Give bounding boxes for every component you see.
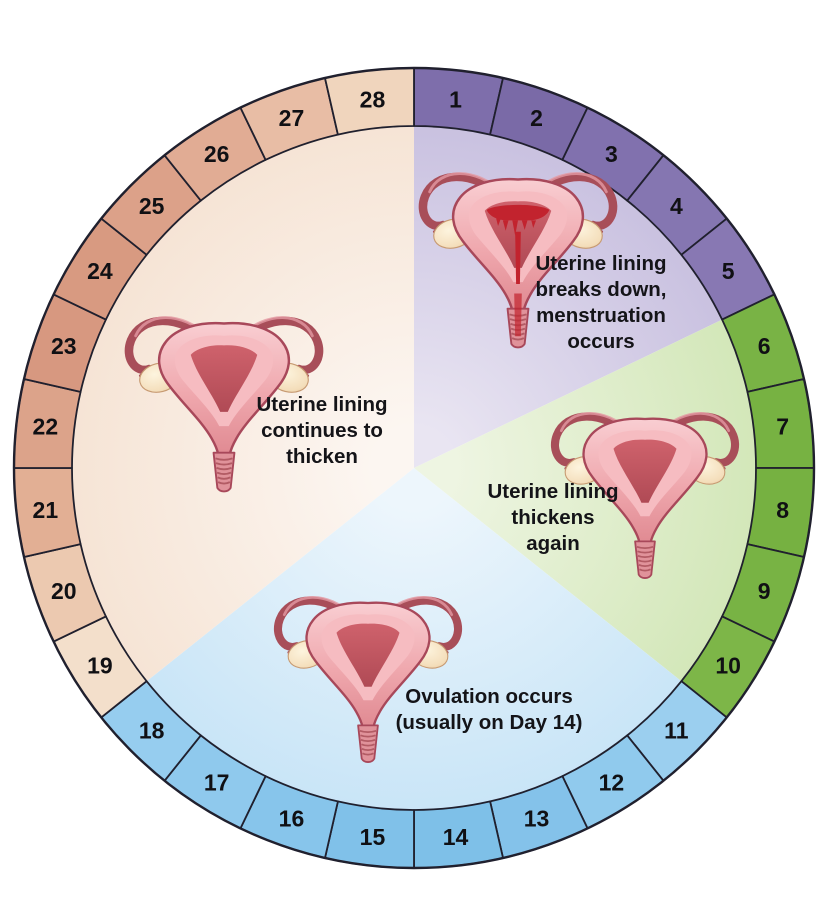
day-number-20: 20 bbox=[51, 578, 77, 604]
fallopian-tube-right bbox=[654, 412, 740, 467]
day-number-13: 13 bbox=[524, 805, 550, 831]
day-number-24: 24 bbox=[87, 258, 113, 284]
day-number-14: 14 bbox=[443, 824, 469, 850]
uterus-illustration-lining-thickens-again bbox=[550, 412, 740, 579]
day-number-9: 9 bbox=[758, 578, 771, 604]
day-number-28: 28 bbox=[360, 87, 386, 113]
uterus-illustration-ovulation bbox=[273, 596, 463, 763]
fallopian-tube-right bbox=[377, 596, 463, 651]
day-number-6: 6 bbox=[758, 333, 771, 359]
day-number-4: 4 bbox=[670, 193, 683, 219]
fallopian-tube-left bbox=[273, 596, 359, 651]
fallopian-tube-left bbox=[418, 172, 509, 231]
day-number-22: 22 bbox=[33, 414, 59, 440]
day-number-17: 17 bbox=[204, 769, 230, 795]
day-number-16: 16 bbox=[279, 805, 305, 831]
fallopian-tube-right bbox=[233, 316, 324, 375]
day-number-23: 23 bbox=[51, 333, 77, 359]
uterus-illustration-lining-continues-to-thicken bbox=[124, 316, 324, 493]
day-number-27: 27 bbox=[279, 105, 305, 131]
day-number-25: 25 bbox=[139, 193, 165, 219]
fallopian-tube-left bbox=[550, 412, 636, 467]
day-number-26: 26 bbox=[204, 141, 230, 167]
day-number-15: 15 bbox=[360, 824, 386, 850]
day-number-5: 5 bbox=[722, 258, 735, 284]
day-number-11: 11 bbox=[664, 718, 689, 744]
fallopian-tube-right bbox=[527, 172, 618, 231]
day-number-12: 12 bbox=[599, 769, 625, 795]
day-number-10: 10 bbox=[715, 653, 741, 679]
day-number-19: 19 bbox=[87, 653, 113, 679]
day-number-8: 8 bbox=[776, 497, 789, 523]
day-number-18: 18 bbox=[139, 718, 165, 744]
fallopian-tube-left bbox=[124, 316, 215, 375]
day-number-7: 7 bbox=[776, 414, 789, 440]
day-number-1: 1 bbox=[449, 87, 462, 113]
phase-wedge-lining-thickens-again bbox=[414, 318, 758, 683]
uterus-illustration-menstruation bbox=[418, 172, 618, 349]
day-number-21: 21 bbox=[33, 497, 59, 523]
wheel-outline bbox=[12, 66, 816, 870]
menstrual-lining bbox=[486, 204, 550, 221]
day-number-3: 3 bbox=[605, 141, 618, 167]
day-number-2: 2 bbox=[530, 105, 543, 131]
